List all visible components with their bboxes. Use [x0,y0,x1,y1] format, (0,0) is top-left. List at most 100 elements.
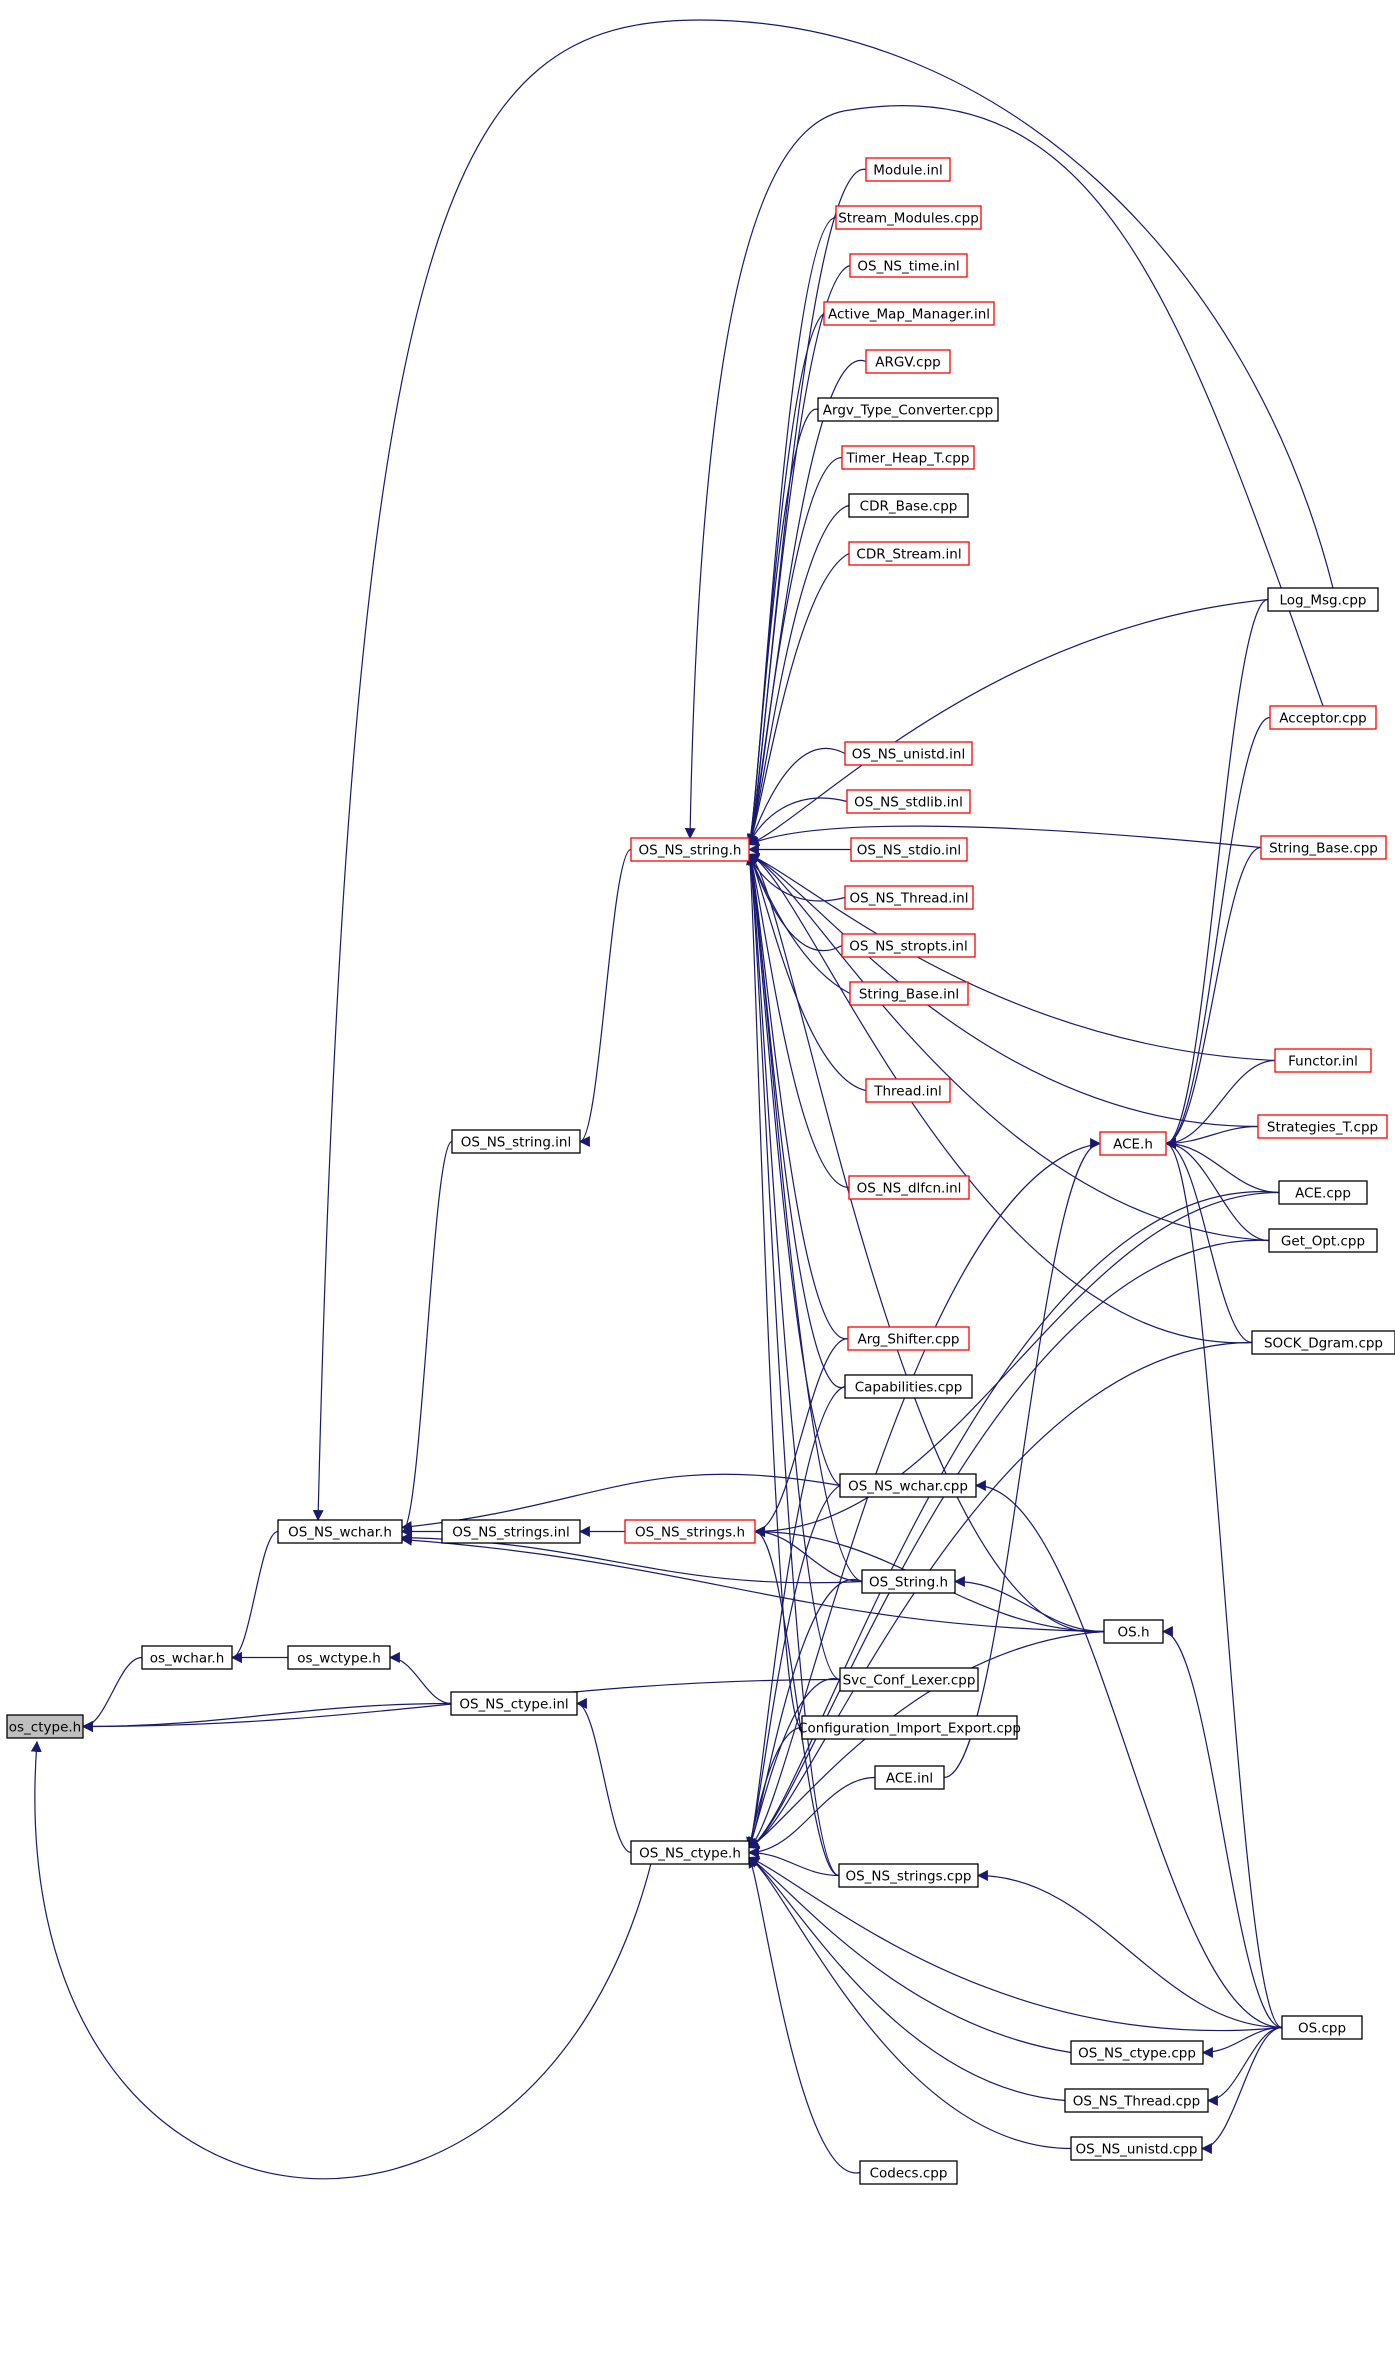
node-string-base-cpp[interactable]: String_Base.cpp [1260,835,1387,860]
edge-Timer_Heap_T_cpp-to-OS_NS_string_h [747,456,843,846]
edge-Capabilities_cpp-to-OS_NS_ctype_h [748,1385,846,1849]
node-label: String_Base.inl [859,987,959,1003]
edge-OS_String_h-to-OS_NS_string_h [748,853,863,1583]
node-box [835,205,982,230]
node-box [1268,1228,1378,1253]
node-os-ns-strings-cpp[interactable]: OS_NS_strings.cpp [838,1863,979,1888]
node-module-inl[interactable]: Module.inl [865,157,951,182]
node-os-ns-strings-inl[interactable]: OS_NS_strings.inl [441,1519,581,1544]
node-stream-modules-cpp[interactable]: Stream_Modules.cpp [835,205,982,230]
node-svc-conf-lexer-cpp[interactable]: Svc_Conf_Lexer.cpp [839,1667,979,1692]
node-os-ns-thread-inl[interactable]: OS_NS_Thread.inl [844,885,974,910]
node-box [1103,1619,1164,1644]
node-os-ns-stdio-inl[interactable]: OS_NS_stdio.inl [850,837,968,862]
node-cdr-stream-inl[interactable]: CDR_Stream.inl [848,541,970,566]
edge-OS_NS_string_h-to-OS_NS_string_inl [578,848,632,1147]
node-os-h[interactable]: OS.h [1103,1619,1164,1644]
node-arg-shifter-cpp[interactable]: Arg_Shifter.cpp [847,1326,970,1351]
edge-ARGV_cpp-to-OS_NS_string_h [748,359,867,846]
edge-OS_NS_Thread_cpp-to-OS_NS_ctype_h [748,1856,1066,2102]
node-label: Functor.inl [1288,1054,1358,1070]
node-box [839,1667,979,1692]
node-box [1267,587,1379,612]
node-thread-inl[interactable]: Thread.inl [865,1078,951,1103]
node-os-ns-unistd-cpp[interactable]: OS_NS_unistd.cpp [1070,2136,1203,2161]
node-os-ns-thread-cpp[interactable]: OS_NS_Thread.cpp [1064,2088,1209,2113]
node-box [1260,835,1387,860]
edge-OS_NS_string_inl-to-OS_NS_wchar_h [400,1140,453,1537]
node-os-cpp[interactable]: OS.cpp [1281,2015,1363,2040]
node-box [848,541,970,566]
node-label: OS_NS_ctype.h [639,1846,741,1862]
node-label: OS_NS_Thread.inl [850,891,969,907]
node-timer-heap-t-cpp[interactable]: Timer_Heap_T.cpp [841,445,975,470]
edge-OS_NS_unistd_cpp-to-OS_NS_ctype_h [748,1856,1072,2150]
node-label: Strategies_T.cpp [1267,1120,1378,1136]
edge-CDR_Base_cpp-to-OS_NS_string_h [748,504,850,846]
edge-OS_h-to-OS_NS_wchar_h [400,1534,1105,1633]
edge-ACE_cpp-to-ACE_h [1164,1138,1280,1194]
node-box [817,397,999,422]
node-codecs-cpp[interactable]: Codecs.cpp [859,2160,958,2185]
edge-Codecs_cpp-to-OS_NS_ctype_h [748,1856,861,2174]
node-os-ctype-h[interactable]: os_ctype.h [6,1714,84,1739]
node-configuration-import-export-cpp[interactable]: Configuration_Import_Export.cpp [798,1715,1021,1740]
node-string-base-inl[interactable]: String_Base.inl [849,981,969,1006]
node-label: OS_NS_ctype.cpp [1078,2046,1196,2062]
node-active-map-manager-inl[interactable]: Active_Map_Manager.inl [823,301,995,326]
node-os-ns-ctype-h[interactable]: OS_NS_ctype.h [630,1840,750,1865]
node-os-wchar-h[interactable]: os_wchar.h [141,1645,233,1670]
node-strategies-t-cpp[interactable]: Strategies_T.cpp [1257,1114,1388,1139]
dependency-edges [30,19,1334,2180]
node-label: Timer_Heap_T.cpp [846,451,970,467]
node-os-string-h[interactable]: OS_String.h [861,1569,956,1594]
node-box [801,1715,1018,1740]
node-box [859,2160,958,2185]
node-os-ns-unistd-inl[interactable]: OS_NS_unistd.inl [844,741,973,766]
node-label: OS_NS_Thread.cpp [1073,2094,1200,2110]
node-argv-type-converter-cpp[interactable]: Argv_Type_Converter.cpp [817,397,999,422]
node-os-ns-string-h[interactable]: OS_NS_string.h [630,837,750,862]
node-cdr-base-cpp[interactable]: CDR_Base.cpp [848,493,969,518]
node-ace-cpp[interactable]: ACE.cpp [1278,1180,1368,1205]
node-get-opt-cpp[interactable]: Get_Opt.cpp [1268,1228,1378,1253]
node-os-ns-ctype-cpp[interactable]: OS_NS_ctype.cpp [1070,2040,1204,2065]
node-os-ns-wchar-cpp[interactable]: OS_NS_wchar.cpp [839,1473,977,1498]
edge-Argv_Type_Converter_cpp-to-OS_NS_string_h [746,408,819,846]
node-os-ns-dlfcn-inl[interactable]: OS_NS_dlfcn.inl [848,1175,970,1200]
node-capabilities-cpp[interactable]: Capabilities.cpp [844,1374,973,1399]
node-box [1251,1330,1395,1355]
edge-String_Base_cpp-to-ACE_h [1164,846,1262,1149]
node-box [847,1326,970,1351]
node-box [874,1765,945,1790]
node-os-ns-strings-h[interactable]: OS_NS_strings.h [624,1519,756,1544]
node-box [841,933,976,958]
node-os-ns-stdlib-inl[interactable]: OS_NS_stdlib.inl [846,789,971,814]
node-os-ns-wchar-h[interactable]: OS_NS_wchar.h [277,1519,403,1544]
node-label: ACE.h [1113,1137,1153,1153]
node-label: OS_NS_string.h [639,843,742,859]
node-ace-h[interactable]: ACE.h [1099,1131,1167,1156]
node-sock-dgram-cpp[interactable]: SOCK_Dgram.cpp [1251,1330,1395,1355]
edge-OS_NS_wchar_cpp-to-OS_NS_string_h [747,853,841,1487]
node-functor-inl[interactable]: Functor.inl [1274,1048,1372,1073]
node-box [441,1519,581,1544]
edge-Svc_Conf_Lexer_cpp-to-OS_NS_string_h [747,853,841,1681]
node-os-ns-string-inl[interactable]: OS_NS_string.inl [451,1129,581,1154]
node-os-wctype-h[interactable]: os_wctype.h [287,1645,391,1670]
node-label: Active_Map_Manager.inl [828,307,990,323]
node-log-msg-cpp[interactable]: Log_Msg.cpp [1267,587,1379,612]
node-label: OS_NS_stdio.inl [857,843,961,859]
node-box [1070,2040,1204,2065]
node-argv-cpp[interactable]: ARGV.cpp [865,349,951,374]
node-os-ns-ctype-inl[interactable]: OS_NS_ctype.inl [450,1691,578,1716]
node-acceptor-cpp[interactable]: Acceptor.cpp [1269,705,1377,730]
edge-SOCK_Dgram_cpp-to-OS_NS_ctype_h [747,1341,1253,1849]
edge-String_Base_inl-to-OS_NS_string_h [748,853,851,995]
edge-OS_NS_ctype_h-to-os_ctype_h [30,1740,652,2180]
node-os-ns-time-inl[interactable]: OS_NS_time.inl [849,253,968,278]
node-label: OS_NS_unistd.inl [852,747,965,763]
node-box [844,1374,973,1399]
node-ace-inl[interactable]: ACE.inl [874,1765,945,1790]
node-os-ns-stropts-inl[interactable]: OS_NS_stropts.inl [841,933,976,958]
